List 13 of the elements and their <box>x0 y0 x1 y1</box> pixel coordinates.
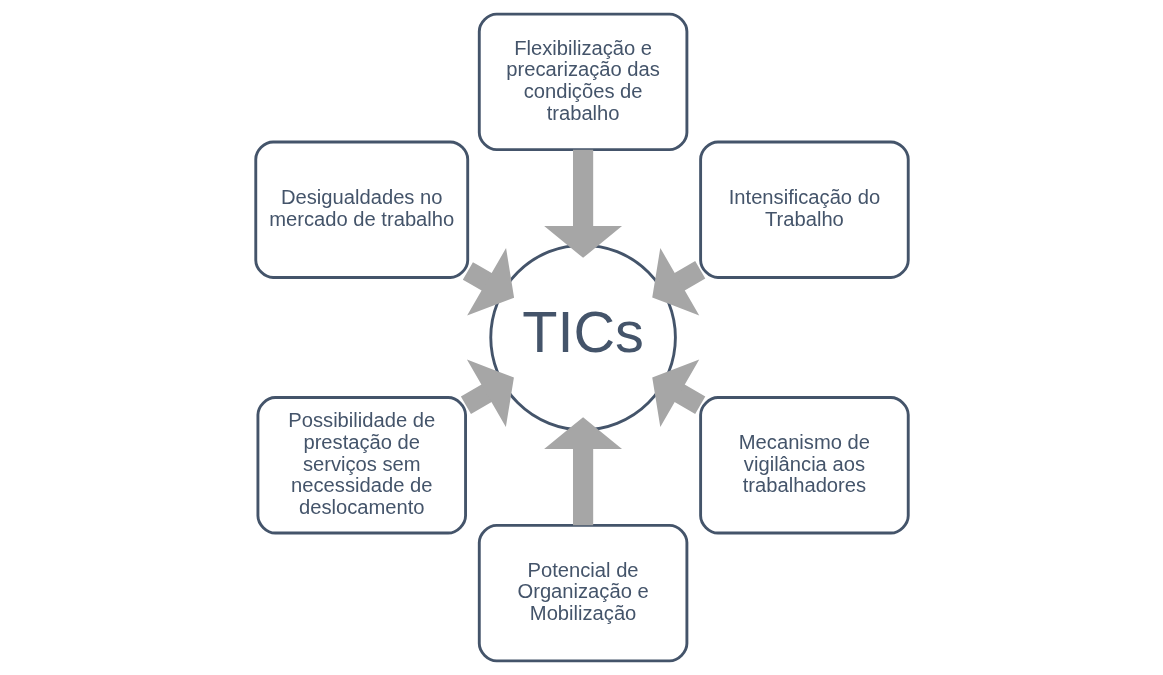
node-box: Flexibilização e precarização das condições de trabalho <box>477 12 688 152</box>
arrow <box>651 248 705 316</box>
node-box: Mecanismo de vigilância aos trabalhadores <box>698 396 910 535</box>
node-box: Possibilidade de prestação de serviços sem necessidade de deslocamento <box>256 396 467 535</box>
arrow <box>651 359 705 427</box>
node-box: Intensificação do Trabalho <box>698 140 910 279</box>
arrow <box>543 149 622 258</box>
arrow <box>543 417 622 526</box>
arrow <box>462 248 514 316</box>
node-box: Desigualdades no mercado de trabalho <box>253 140 469 279</box>
node-box: Potencial de Organização e Mobilização <box>477 523 688 663</box>
node-circle: TICs <box>488 243 677 432</box>
arrow <box>460 359 514 427</box>
